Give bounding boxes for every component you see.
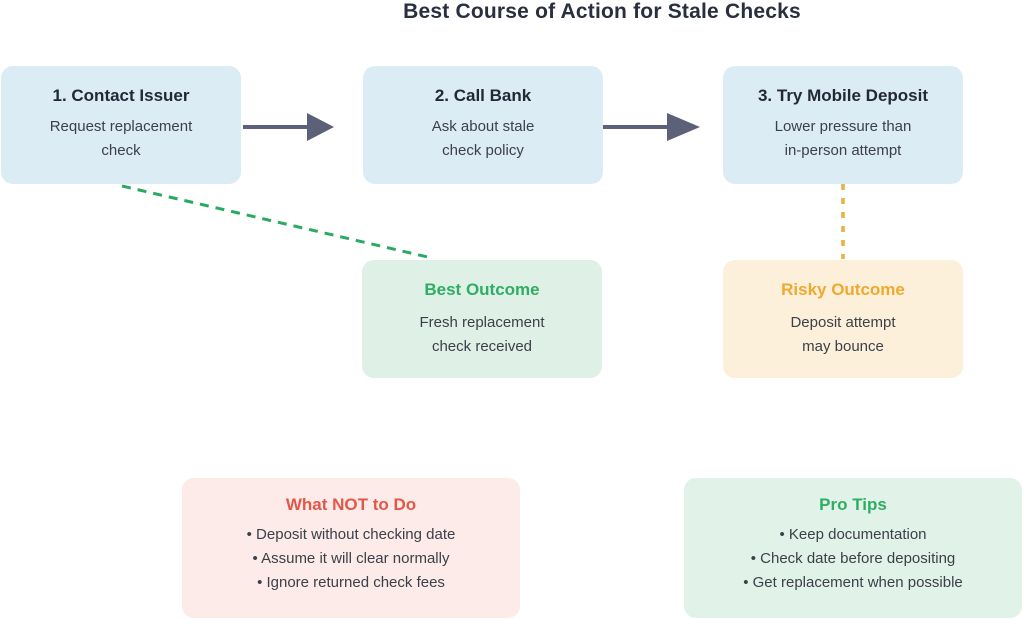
step-contact-issuer: 1. Contact Issuer Request replacement ch… [1, 66, 241, 184]
note-bullet: • Keep documentation [779, 526, 927, 543]
step-heading: 1. Contact Issuer [52, 86, 190, 105]
arrow-step2-step3-head [667, 113, 700, 141]
step-text-line: in-person attempt [784, 142, 902, 159]
step-text-line: check policy [442, 142, 524, 159]
step-call-bank: 2. Call Bank Ask about stale check polic… [363, 66, 603, 184]
note-bullet: • Ignore returned check fees [257, 574, 445, 591]
note-pro-tips: Pro Tips • Keep documentation • Check da… [684, 478, 1022, 618]
outcome-text-line: Fresh replacement [419, 314, 545, 331]
note-bullet: • Deposit without checking date [246, 526, 456, 543]
note-bullet: • Check date before depositing [750, 550, 956, 567]
step-heading: 3. Try Mobile Deposit [757, 86, 929, 105]
outcome-heading: Risky Outcome [781, 280, 905, 299]
step-text-line: Lower pressure than [774, 118, 912, 135]
note-heading: Pro Tips [819, 495, 887, 514]
dashed-connector-step1-best-outcome [121, 184, 433, 260]
outcome-heading: Best Outcome [424, 280, 540, 299]
arrow-step1-step2-head [307, 113, 334, 141]
note-bullet: • Get replacement when possible [743, 574, 963, 591]
step-try-mobile-deposit: 3. Try Mobile Deposit Lower pressure tha… [723, 66, 963, 184]
outcome-text-line: check received [431, 338, 533, 355]
page-title: Best Course of Action for Stale Checks [403, 0, 801, 23]
step-text-line: Request replacement [49, 118, 193, 135]
step-heading: 2. Call Bank [434, 86, 532, 105]
outcome-text-line: may bounce [802, 338, 884, 355]
note-bullet: • Assume it will clear normally [252, 550, 450, 567]
step-text-line: Ask about stale [431, 118, 535, 135]
outcome-best: Best Outcome Fresh replacement check rec… [362, 260, 602, 378]
outcome-text-line: Deposit attempt [790, 314, 896, 331]
note-heading: What NOT to Do [285, 495, 417, 514]
step-text-line: check [101, 142, 141, 159]
note-what-not-to-do: What NOT to Do • Deposit without checkin… [182, 478, 520, 618]
outcome-risky: Risky Outcome Deposit attempt may bounce [723, 260, 963, 378]
